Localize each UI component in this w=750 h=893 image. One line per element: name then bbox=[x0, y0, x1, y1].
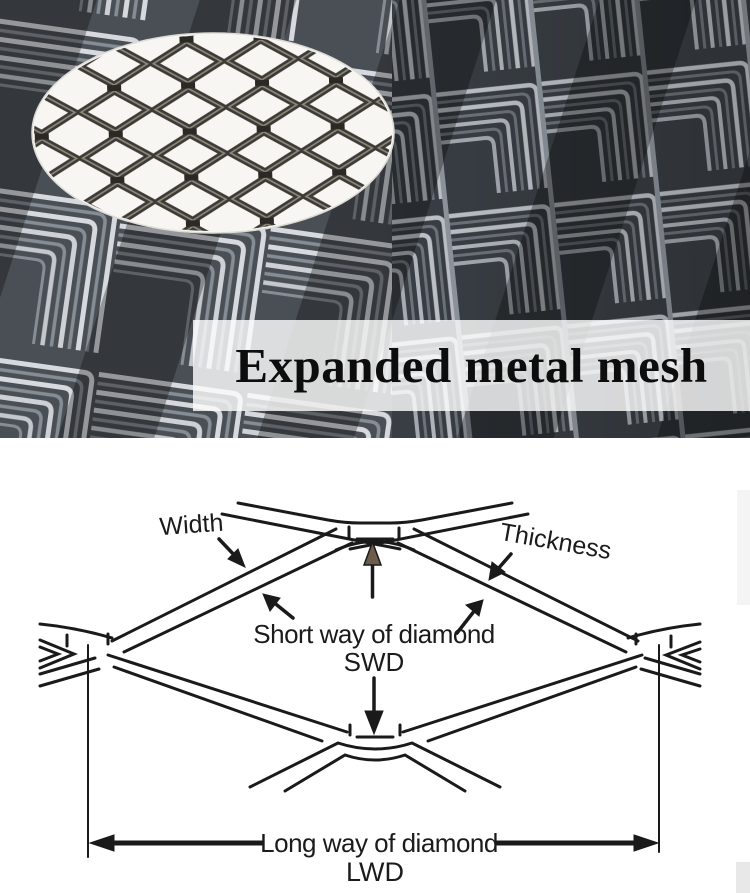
lwd-label-line1: Long way of diamond bbox=[260, 828, 498, 858]
mesh-closeup-inset bbox=[31, 32, 395, 234]
top-bond-node bbox=[220, 501, 530, 552]
width-label: Width bbox=[159, 509, 225, 541]
scan-artifact bbox=[737, 490, 750, 605]
strand-inner-left-arrow bbox=[262, 593, 295, 620]
diamond-strands bbox=[106, 527, 644, 743]
diamond-diagram-svg: Width Thickness Short way of diamond SWD… bbox=[38, 490, 750, 893]
mesh-dimension-diagram: Width Thickness Short way of diamond SWD… bbox=[0, 438, 750, 893]
swd-label-line1: Short way of diamond bbox=[253, 619, 494, 649]
scan-artifact bbox=[736, 862, 750, 893]
thickness-pointer-arrow bbox=[488, 552, 513, 581]
expanded-metal-photo bbox=[0, 0, 750, 438]
lwd-right-arrow bbox=[494, 834, 660, 852]
lwd-extension-lines bbox=[87, 644, 660, 858]
left-bond-node bbox=[38, 622, 114, 688]
width-pointer-arrow bbox=[217, 537, 246, 568]
swd-down-arrow bbox=[364, 676, 384, 736]
title-banner: Expanded metal mesh bbox=[193, 320, 750, 411]
hero-photo: Expanded metal mesh bbox=[0, 0, 750, 438]
page-title: Expanded metal mesh bbox=[235, 338, 708, 393]
right-bond-node bbox=[626, 622, 702, 688]
lwd-label-line2: LWD bbox=[346, 857, 404, 887]
lwd-left-arrow bbox=[88, 834, 265, 852]
swd-up-arrow bbox=[362, 539, 383, 599]
bottom-bond-node bbox=[248, 723, 502, 793]
swd-label-line2: SWD bbox=[344, 647, 405, 677]
thickness-label: Thickness bbox=[498, 518, 614, 565]
strand-inner-right-arrow bbox=[455, 599, 484, 635]
